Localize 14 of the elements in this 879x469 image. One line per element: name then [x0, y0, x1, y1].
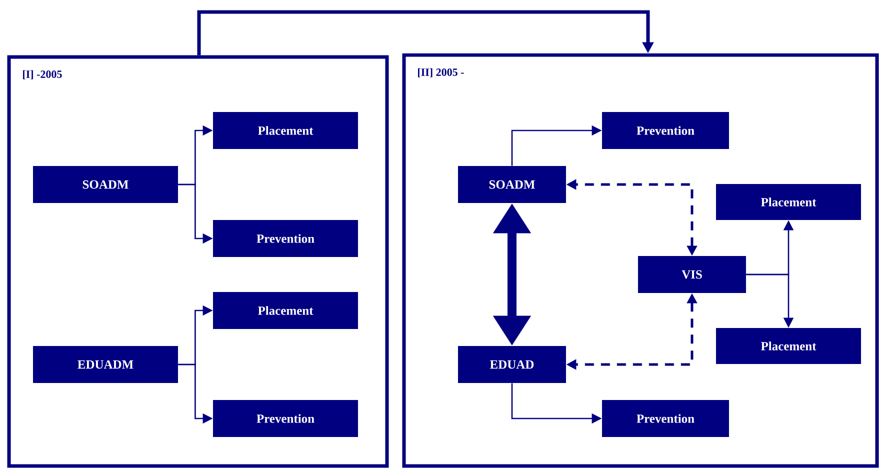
process-box: EDUADM [33, 346, 178, 383]
process-box: Prevention [213, 220, 358, 257]
process-box: EDUAD [458, 346, 566, 383]
process-box: SOADM [33, 166, 178, 203]
process-box: Prevention [602, 112, 729, 149]
process-box: VIS [638, 256, 746, 293]
process-box: Placement [213, 112, 358, 149]
process-box: Prevention [602, 400, 729, 437]
process-box: Placement [716, 328, 861, 364]
arrow [197, 10, 654, 56]
process-box: Prevention [213, 400, 358, 437]
process-box: Placement [716, 184, 861, 220]
process-box: Placement [213, 292, 358, 329]
process-box: SOADM [458, 166, 566, 203]
